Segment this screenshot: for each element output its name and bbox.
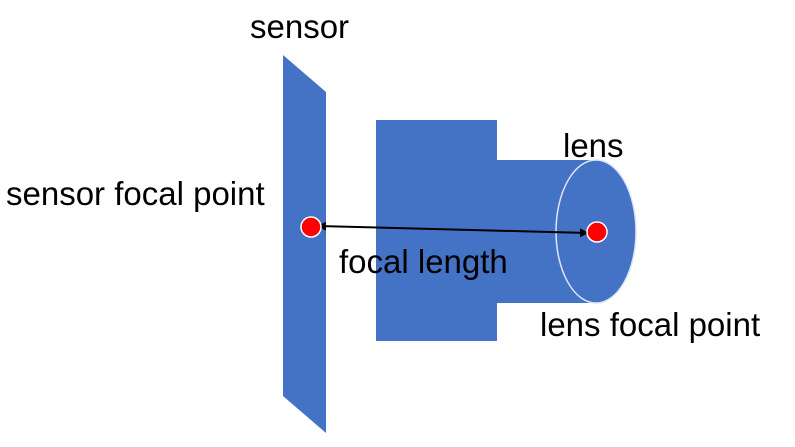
sensor-label: sensor bbox=[250, 8, 349, 45]
focal-length-arrow bbox=[317, 221, 589, 238]
lens-focal-point bbox=[586, 221, 608, 243]
lens-focal-point-label: lens focal point bbox=[540, 306, 760, 343]
sensor-focal-point bbox=[300, 216, 322, 238]
focal-length-label: focal length bbox=[339, 243, 508, 280]
sensor-plate bbox=[283, 55, 326, 433]
lens-label: lens bbox=[563, 127, 624, 164]
sensor-focal-point-label: sensor focal point bbox=[6, 175, 265, 212]
